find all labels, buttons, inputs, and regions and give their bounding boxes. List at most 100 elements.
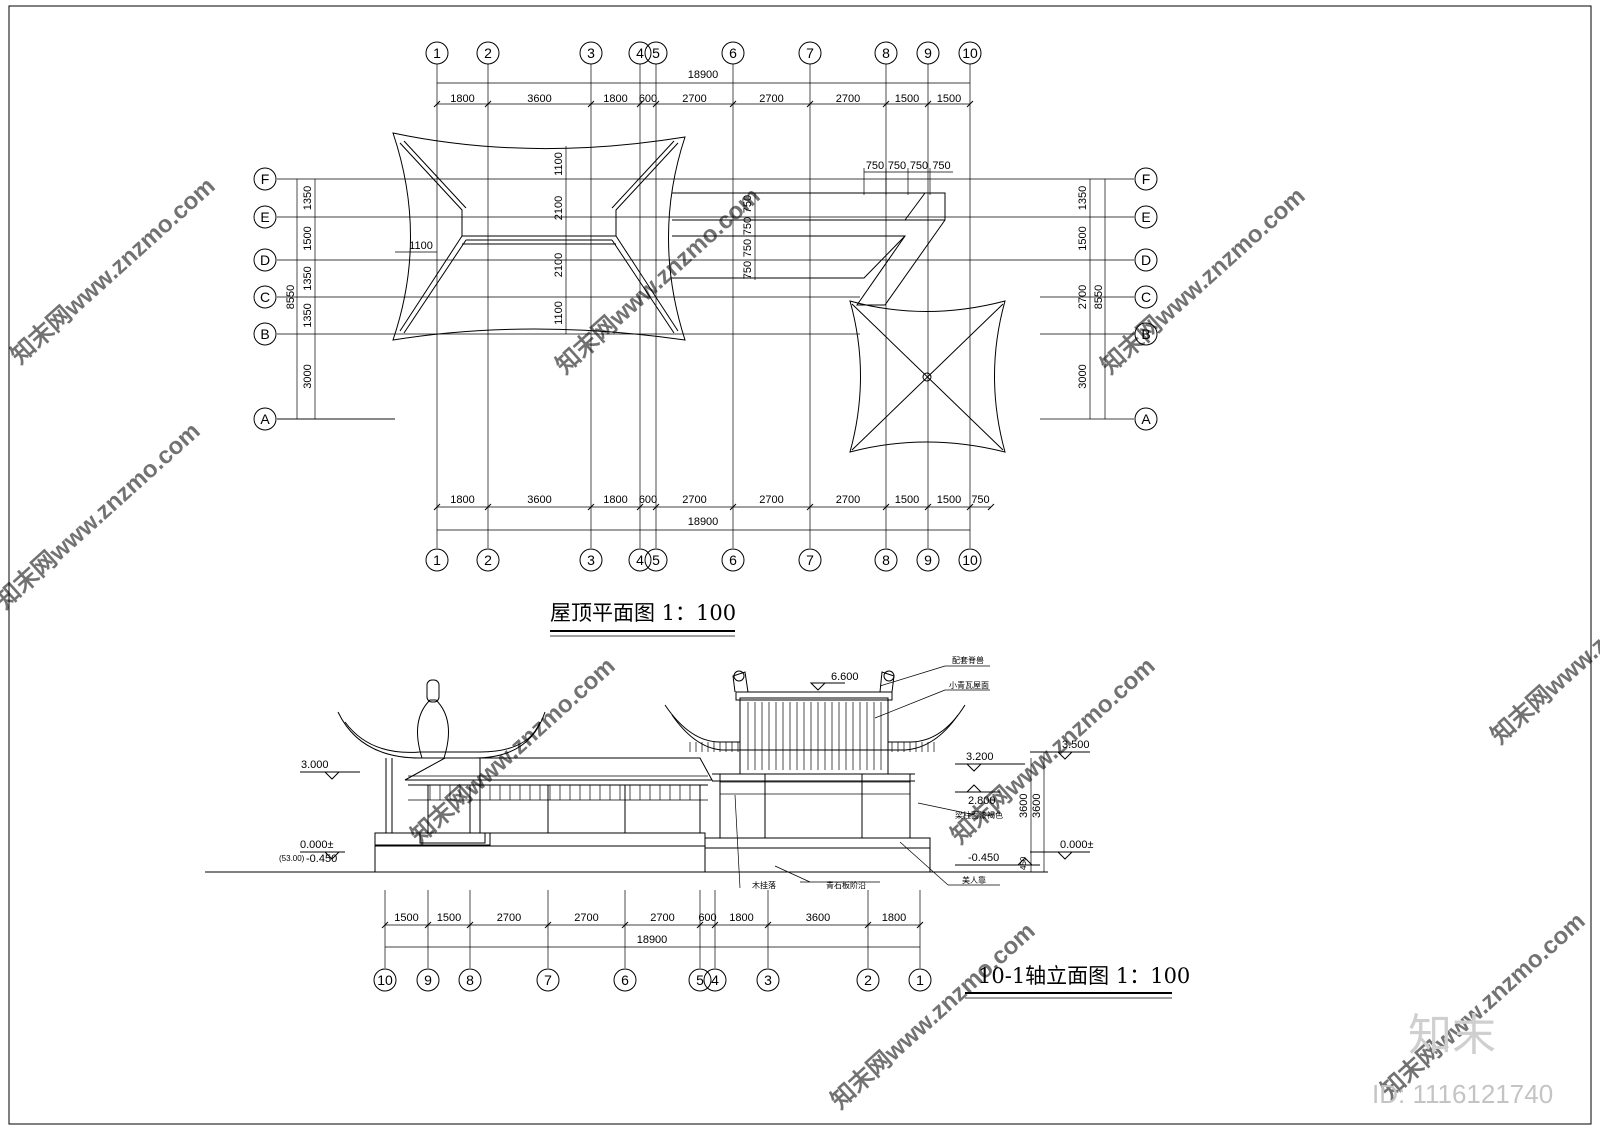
level-right-base: -0.450: [968, 852, 999, 864]
dim-top: 3600: [527, 93, 551, 105]
dim-left: 1500: [302, 226, 314, 250]
level-left-base: -0.450: [306, 853, 337, 865]
elev-dim: 1800: [729, 912, 753, 924]
dim-bottom: 3600: [527, 494, 551, 506]
callout-bench: 美人靠: [962, 875, 986, 885]
axis-bubble-top-7-label: 7: [806, 45, 814, 61]
elev-axis-bubble-8: [458, 968, 482, 992]
dim-tick: [381, 921, 389, 929]
axis-bubble-left-F-label: F: [261, 171, 270, 187]
axis-bubble-top-8-label: 8: [882, 45, 890, 61]
dim-inner: 2100: [553, 196, 565, 220]
elev-dim: 2700: [574, 912, 598, 924]
elev-axis-bubble-1-label: 1: [916, 972, 924, 988]
elev-axis-bubble-6: [613, 968, 637, 992]
level-ridge: 6.600: [831, 671, 859, 683]
plan-grid-lines: [277, 64, 1134, 548]
axis-bubble-bottom-4: [628, 548, 652, 572]
dim-tick: [433, 503, 441, 511]
axis-bubble-bottom-7: [798, 548, 822, 572]
watermark-text: 知末网www.znzmo.com: [0, 417, 206, 614]
vdim: 3600: [1018, 794, 1030, 818]
dim-top: 1800: [450, 93, 474, 105]
elev-dim: 2700: [650, 912, 674, 924]
elev-dim: 600: [698, 912, 716, 924]
axis-bubble-right-F: [1134, 167, 1158, 191]
elev-axis-bubble-8-label: 8: [466, 972, 474, 988]
axis-bubble-bottom-3-label: 3: [587, 552, 595, 568]
dim-tick: [924, 100, 932, 108]
elev-axis-bubble-6-label: 6: [621, 972, 629, 988]
axis-bubble-top-9-label: 9: [924, 45, 932, 61]
dim-bottom: 1500: [937, 494, 961, 506]
sheet-border: [8, 5, 1592, 1125]
axis-bubble-left-B: [253, 322, 277, 346]
axis-bubble-top-10-label: 10: [962, 45, 978, 61]
dim-tick: [636, 100, 644, 108]
watermark-text: 知末网www.znzmo.com: [551, 182, 766, 379]
dim-tick: [711, 921, 719, 929]
watermarks: 知末网www.znzmo.com 知末网www.znzmo.com 知末网www…: [0, 172, 1600, 1114]
dim-tick: [806, 100, 814, 108]
axis-bubble-top-9: [916, 41, 940, 65]
axis-bubble-left-A: [253, 407, 277, 431]
axis-bubble-bottom-3: [579, 548, 603, 572]
elev-axis-bubble-4: [703, 968, 727, 992]
axis-bubble-left-E-label: E: [260, 209, 269, 225]
elev-axis-bubble-10: [373, 968, 397, 992]
axis-bubble-top-5: [644, 41, 668, 65]
elev-dim: 1500: [394, 912, 418, 924]
roof-plan-title: 屋顶平面图 1：100: [550, 601, 736, 625]
dim-bottom: 600: [639, 494, 657, 506]
dim-tick: [966, 100, 974, 108]
axis-bubble-top-4-label: 4: [636, 45, 644, 61]
dim-top: 2700: [836, 93, 860, 105]
level-markers: 6.600 3.000 0.000± (53.00) -0.450 3.500 …: [279, 671, 1094, 866]
dim-inner: 2100: [553, 253, 565, 277]
axis-bubble-top-4: [628, 41, 652, 65]
watermark-text: 知末网www.znzmo.com: [1486, 552, 1600, 749]
axis-bubble-left-C: [253, 285, 277, 309]
dim-750: 750: [910, 160, 928, 172]
dim-tick: [636, 503, 644, 511]
corridor-roof-outline: [672, 192, 946, 306]
axis-bubble-left-E: [253, 205, 277, 229]
dim-bottom: 2700: [836, 494, 860, 506]
level-right-ground: 0.000±: [1060, 839, 1094, 851]
elev-axis-bubble-9: [416, 968, 440, 992]
plan-dimension-lines: 18900 1800 3600 1800 600 2700 2700 2700 1500 1500…: [285, 69, 1106, 531]
dim-bottom: 1800: [450, 494, 474, 506]
callout-hanging-fascia: 木挂落: [752, 880, 776, 890]
callouts: 配套脊兽 小青瓦屋面 梁柱面漆褐色 美人靠 木挂落 青石板阶沿: [734, 655, 1003, 890]
dim-right-total: 8550: [1093, 285, 1105, 309]
dim-top: 1500: [895, 93, 919, 105]
dim-bottom-total: 18900: [688, 516, 719, 528]
dim-tick: [806, 503, 814, 511]
axis-bubble-left-D: [253, 248, 277, 272]
elev-axis-bubble-9-label: 9: [424, 972, 432, 988]
dim-tick: [764, 921, 772, 929]
dim-inner: 1100: [553, 301, 565, 325]
axis-bubble-top-3-label: 3: [587, 45, 595, 61]
dim-750: 750: [932, 160, 950, 172]
dim-tick: [424, 921, 432, 929]
axis-bubble-bottom-7-label: 7: [806, 552, 814, 568]
dim-tick: [729, 100, 737, 108]
dim-750: 750: [888, 160, 906, 172]
dim-top-total: 18900: [688, 69, 719, 81]
axis-bubble-left-D-label: D: [260, 252, 270, 268]
dim-tick: [652, 503, 660, 511]
axis-bubble-bottom-8: [874, 548, 898, 572]
dim-top: 1500: [937, 93, 961, 105]
brand-watermark: 知末: [1408, 1011, 1496, 1060]
callout-ridge-ornament: 配套脊兽: [952, 655, 984, 665]
dim-right: 2700: [1077, 285, 1089, 309]
axis-bubble-right-B: [1134, 322, 1158, 346]
vdim: 450: [1019, 856, 1028, 870]
dim-750: 750: [742, 239, 754, 257]
axis-bubble-top-5-label: 5: [652, 45, 660, 61]
axis-bubble-top-6: [721, 41, 745, 65]
dim-bottom: 1800: [603, 494, 627, 506]
